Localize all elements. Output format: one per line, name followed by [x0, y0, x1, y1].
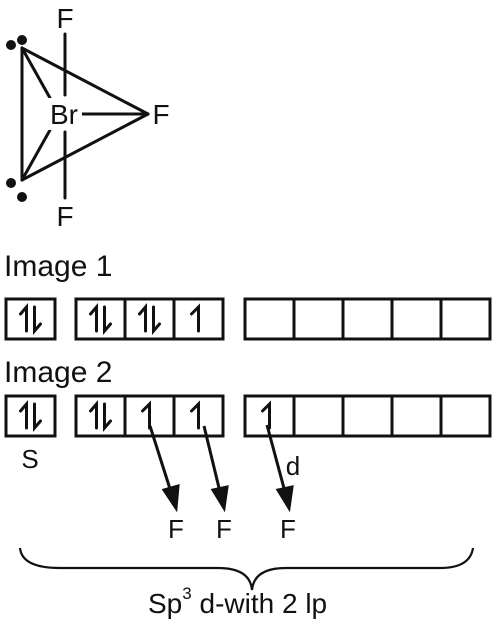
br-label-bg — [44, 98, 82, 130]
brf3-structure — [20, 32, 150, 200]
image2-orbital-row — [4, 394, 492, 438]
image2-s-electron-1 — [19, 399, 42, 433]
image1-orbital-row — [4, 297, 492, 341]
image2-p-orbital-group — [74, 394, 225, 438]
hybridization-brace — [18, 547, 475, 591]
bond-arrows — [148, 424, 294, 513]
fluorine-top-label: F — [56, 3, 73, 34]
bond-arrow-2-head — [210, 485, 229, 513]
image2-p-electron-1 — [89, 399, 112, 433]
central-atom-label: Br — [50, 99, 78, 130]
bonded-fluorine-3: F — [280, 514, 296, 544]
d-orbital-label: d — [286, 451, 300, 481]
lone-pair-dot-4 — [17, 192, 27, 202]
image2-p-electron-2 — [141, 400, 151, 430]
upper-lone-pair-edge — [20, 46, 150, 116]
bonded-fluorine-2: F — [216, 514, 232, 544]
image1-s-orbital-group — [4, 297, 57, 341]
image1-p-electron-3 — [190, 303, 200, 333]
lower-lone-pair-edge — [20, 112, 150, 182]
hybridization-suffix: d-with 2 lp — [192, 588, 327, 619]
bonded-fluorine-1: F — [168, 514, 184, 544]
image1-p-electron-2 — [138, 302, 161, 336]
fluorine-right-label: F — [152, 99, 169, 130]
lone-pair-dot-2 — [17, 35, 27, 45]
bond-arrow-3 — [265, 424, 287, 493]
image2-d-orbital-group — [243, 394, 492, 438]
bond-arrow-2 — [202, 425, 222, 493]
bond-arrow-1 — [148, 425, 173, 493]
image1-p-orbital-group — [74, 297, 225, 341]
bond-arrow-1-head — [161, 483, 180, 513]
image1-d-orbital-group — [243, 297, 492, 341]
image1-p-electron-1 — [89, 302, 112, 336]
image2-p-electron-3 — [190, 400, 200, 430]
hybridization-prefix: Sp — [148, 588, 182, 619]
image2-title: Image 2 — [4, 356, 112, 389]
image1-title: Image 1 — [4, 250, 112, 283]
hybridization-superscript: 3 — [182, 584, 191, 603]
s-orbital-label: S — [21, 444, 38, 474]
fluorine-bottom-label: F — [56, 201, 73, 232]
lone-pair-dot-1 — [6, 40, 16, 50]
hybridization-label: Sp3 d-with 2 lp — [148, 584, 327, 619]
image2-d-electron-1 — [261, 400, 271, 430]
lower-lone-pair-bond — [20, 128, 52, 182]
bond-arrow-3-head — [275, 485, 294, 513]
image2-s-orbital-group — [4, 394, 57, 438]
lone-pair-dot-3 — [6, 178, 16, 188]
upper-lone-pair-bond — [20, 46, 52, 100]
image1-s-electron-1 — [19, 302, 42, 336]
